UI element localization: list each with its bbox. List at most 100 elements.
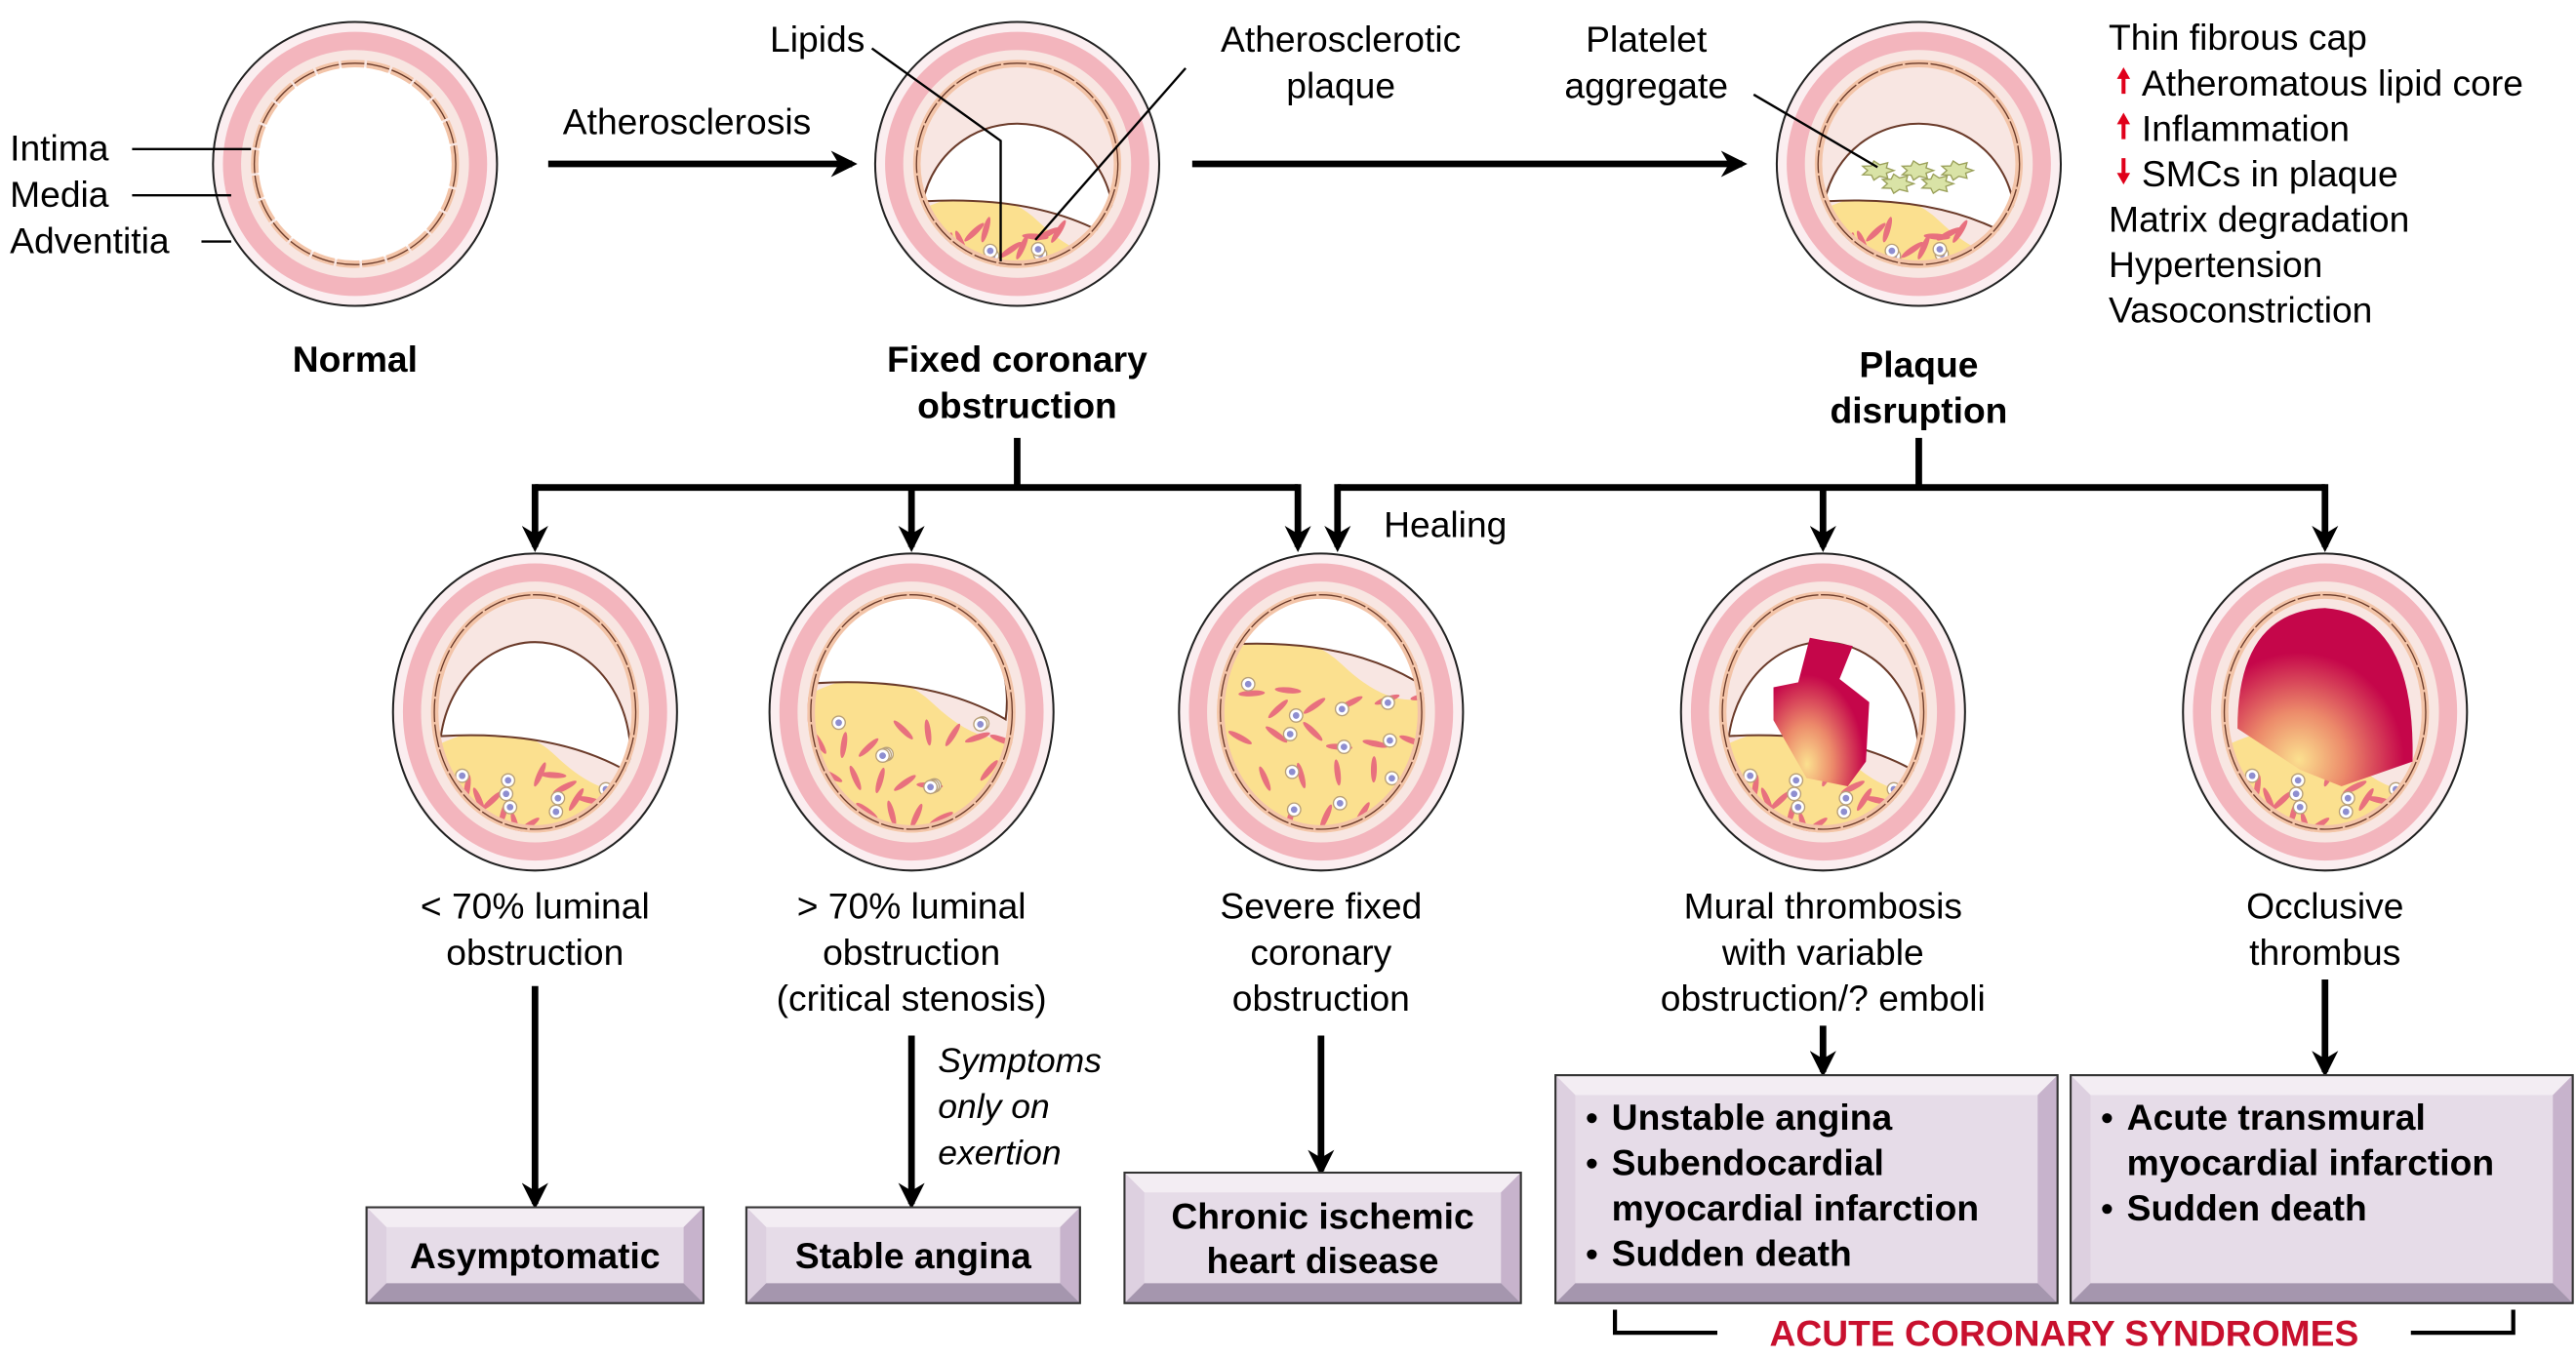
stage-label-disruption-1: Plaque [1859, 343, 1978, 384]
label-line: obstruction [446, 932, 624, 973]
smooth-muscle-cell [999, 241, 1022, 259]
macrophage-nucleus [1385, 699, 1391, 706]
box-bevel-bottom [2071, 1283, 2573, 1303]
box-bevel-bottom [366, 1283, 704, 1303]
smooth-muscle-cell [893, 720, 913, 739]
macrophage-nucleus [1340, 743, 1348, 750]
label-adventitia: Adventitia [10, 220, 170, 260]
macrophage-nucleus [1794, 803, 1802, 811]
box-bevel-left [2071, 1075, 2091, 1303]
macrophage-nucleus [2344, 794, 2352, 802]
factor-text: Atheromatous lipid core [2142, 62, 2523, 103]
factor-text: Hypertension [2109, 244, 2322, 285]
smooth-muscle-cell [1303, 722, 1323, 741]
outcome-bullet-text: Sudden death [1612, 1233, 1852, 1274]
lipid-core [807, 677, 1016, 833]
smooth-muscle-cell [1034, 227, 1060, 241]
smooth-muscle-cell [1952, 220, 1968, 243]
stage-label-fixed-2: obstruction [917, 385, 1117, 426]
smooth-muscle-cell [1296, 762, 1307, 789]
box-bevel-right [2553, 1075, 2573, 1303]
macrophage-nucleus [1336, 799, 1344, 807]
platelet [1900, 159, 1936, 181]
lumen [921, 122, 1114, 240]
stage-label-fixed-1: Fixed coronary [887, 339, 1147, 379]
box-bevel-right [1060, 1207, 1080, 1303]
macrophage-nucleus [1244, 680, 1252, 688]
factor-text: SMCs in plaque [2142, 153, 2398, 194]
macrophage-nucleus [459, 772, 466, 779]
factor-text: Matrix degradation [2109, 198, 2409, 239]
smooth-muscle-cell [1770, 791, 1791, 811]
box-bevel-left [745, 1207, 767, 1303]
label-line: Occlusive [2246, 885, 2403, 926]
box-bevel-bottom [1124, 1283, 1521, 1303]
box-bevel-left [366, 1207, 386, 1303]
macrophage-nucleus [835, 719, 842, 727]
box-face [1123, 1171, 1522, 1304]
smooth-muscle-cell [840, 732, 848, 759]
label-healing: Healing [1384, 503, 1507, 544]
endothelial-cell-borders [433, 594, 637, 830]
exertion-note-1: Symptoms [938, 1041, 1102, 1080]
normal-layer-labels: Intima Media Adventitia [10, 128, 252, 260]
factor-text: Vasoconstriction [2109, 289, 2372, 330]
outcome-bullet-text: Acute transmural [2127, 1097, 2426, 1138]
endothelial-cell-borders [2223, 594, 2427, 830]
label-intima: Intima [10, 128, 109, 169]
endothelial-cell-borders [1817, 62, 2021, 265]
bullet-icon [2102, 1204, 2113, 1215]
platelet [1940, 159, 1976, 181]
acs-bracket-left [1612, 1309, 1717, 1336]
outcome-bullet-text: myocardial infarction [1612, 1187, 1979, 1228]
vessel-fixed-obstruction [873, 20, 1161, 307]
smooth-muscle-cell [1238, 690, 1266, 697]
box-bevel-right [683, 1207, 704, 1303]
platelet [1861, 159, 1897, 181]
label-line: Severe fixed [1220, 885, 1422, 926]
smooth-muscle-cell [965, 732, 990, 743]
callout-lipids: Lipids [770, 19, 865, 60]
leader-plaque [1034, 67, 1187, 241]
macrophage-nucleus [554, 794, 562, 802]
leader-platelet [1752, 93, 1878, 169]
macrophage-nucleus [1290, 806, 1298, 814]
box-bevel-top [1555, 1075, 2058, 1096]
smooth-muscle-cell [2343, 780, 2367, 794]
macrophage-nucleus [506, 803, 514, 811]
smooth-muscle-cell [2272, 791, 2292, 811]
factor-item: Atheromatous lipid core [2116, 62, 2523, 103]
endothelial-cell-borders [810, 594, 1014, 830]
outcome-box-acs-left: Unstable anginaSubendocardialmyocardial … [1554, 1074, 2059, 1304]
vessel-mural-thrombosis [1679, 552, 1966, 872]
outcome-arrows [521, 979, 2339, 1210]
macrophage-nucleus [552, 808, 560, 816]
label-line: < 70% luminal [421, 885, 650, 926]
macrophage-nucleus [504, 777, 512, 784]
box-border [365, 1206, 704, 1304]
acs-bracket-right [2410, 1309, 2516, 1336]
factor-text: Inflammation [2142, 107, 2350, 148]
smooth-muscle-cell [887, 800, 897, 826]
label-line: with variable [1721, 932, 1924, 973]
box-face [2070, 1074, 2574, 1304]
smooth-muscle-cell [964, 222, 985, 242]
box-bevel-bottom [745, 1283, 1080, 1303]
factor-item: Hypertension [2109, 244, 2322, 285]
bullet-icon [1587, 1158, 1597, 1169]
smooth-muscle-cell [980, 760, 998, 781]
smooth-muscle-cell [924, 719, 932, 746]
smooth-muscle-cell [1866, 222, 1886, 242]
label-line: obstruction/? emboli [1661, 978, 1986, 1018]
macrophage-nucleus [2292, 790, 2300, 798]
smooth-muscle-cell [568, 787, 584, 812]
box-face [1554, 1074, 2059, 1304]
